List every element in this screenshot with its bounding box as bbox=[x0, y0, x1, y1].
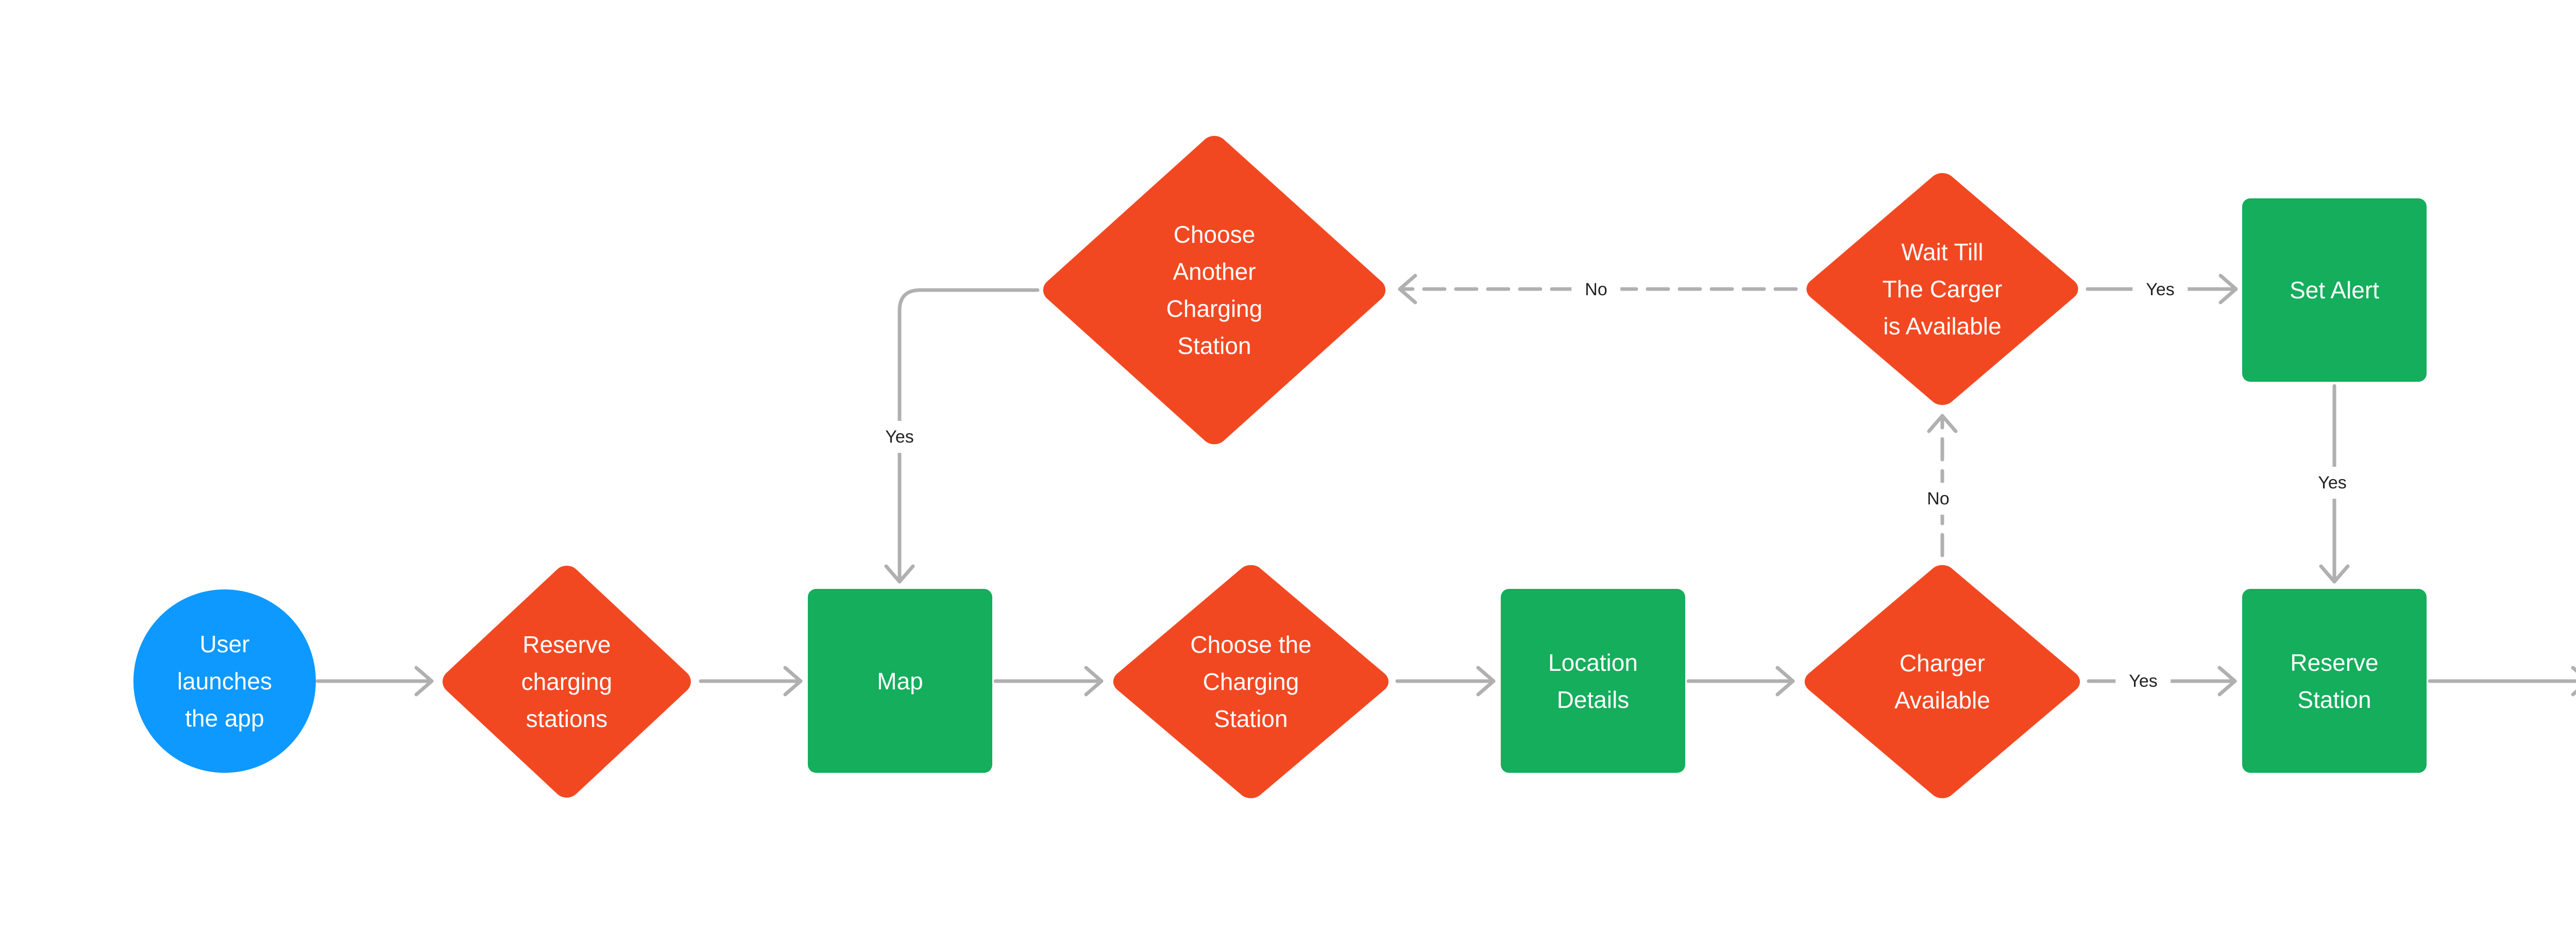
edge-label-set-alert-yes: Yes bbox=[2304, 467, 2360, 499]
node-label: Location Details bbox=[1548, 649, 1638, 713]
edge-label-wait-yes: Yes bbox=[2132, 274, 2188, 306]
node-location-details: Location Details bbox=[1501, 589, 1685, 773]
node-charger-available: Charger Available bbox=[1799, 560, 2086, 803]
node-map: Map bbox=[808, 589, 992, 773]
node-label: User launches the app bbox=[177, 631, 273, 732]
node-label: Wait Till The Carger is Available bbox=[1882, 239, 2003, 340]
node-label: Set Alert bbox=[2290, 277, 2379, 303]
edge-label-charger-no: No bbox=[1913, 483, 1963, 515]
node-label: Choose the Charging Station bbox=[1190, 631, 1312, 732]
node-choose-another-charging-station: Choose Another Charging Station bbox=[1038, 131, 1391, 449]
node-set-alert: Set Alert bbox=[2242, 198, 2427, 382]
node-label: Reserve charging stations bbox=[521, 631, 613, 732]
edge-label-choose-another-yes: Yes bbox=[872, 421, 927, 453]
node-choose-the-charging-station: Choose the Charging Station bbox=[1108, 560, 1394, 803]
node-label: Map bbox=[877, 667, 923, 695]
node-label: Reserve Station bbox=[2290, 649, 2379, 713]
node-reserve-station: Reserve Station bbox=[2242, 589, 2427, 773]
node-label: Charger Available bbox=[1894, 649, 1990, 714]
node-wait-till-charger-available: Wait Till The Carger is Available bbox=[1801, 168, 2084, 410]
edge-label-wait-no: No bbox=[1571, 274, 1621, 306]
node-label: Choose Another Charging Station bbox=[1166, 221, 1263, 359]
edge-label-charger-yes: Yes bbox=[2115, 665, 2171, 697]
node-reserve-charging-stations: Reserve charging stations bbox=[437, 560, 697, 803]
connector-choose-another-to-map bbox=[884, 288, 1040, 584]
node-user-launches-app: User launches the app bbox=[133, 589, 316, 773]
